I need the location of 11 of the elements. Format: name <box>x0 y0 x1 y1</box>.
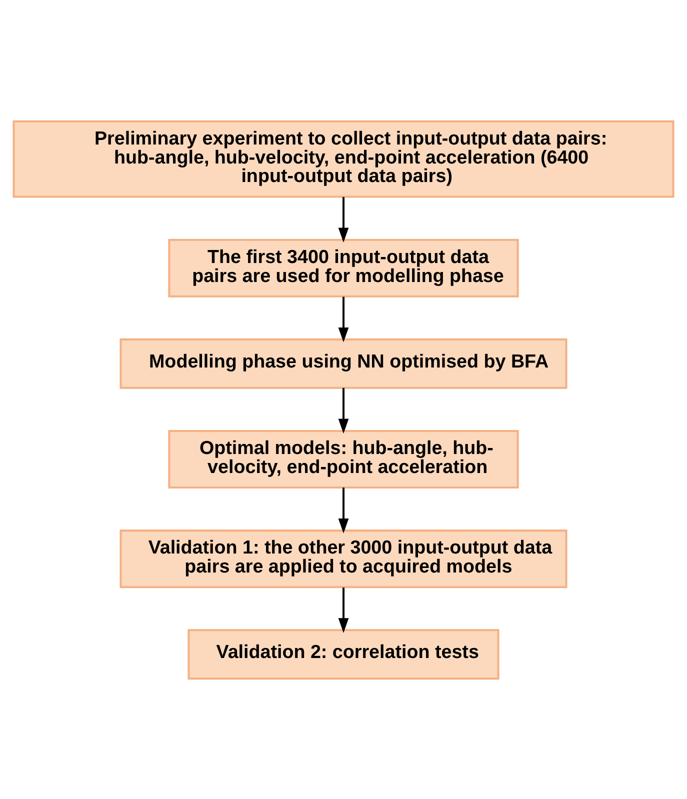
arrow <box>338 487 349 533</box>
node-box: Modelling phase using NN optimised by BFA <box>120 338 568 388</box>
node-box: Validation 1: the other 3000 input-output data pairs are applied to acquired models <box>120 529 568 588</box>
arrow <box>338 587 349 632</box>
arrow <box>338 196 349 242</box>
arrow <box>338 387 349 434</box>
arrow <box>338 296 349 342</box>
node-box: Validation 2: correlation tests <box>188 628 500 680</box>
node-box: Optimal models: hub-angle, hub-velocity, end-point acceleration <box>168 429 519 488</box>
node-box: The first 3400 input-output data pairs are used for modelling phase <box>168 238 519 297</box>
node-box: Preliminary experiment to collect input-output data pairs: hub-angle, hub-velocity, end-point acceleration (6400 input-output data pairs) <box>12 120 674 198</box>
